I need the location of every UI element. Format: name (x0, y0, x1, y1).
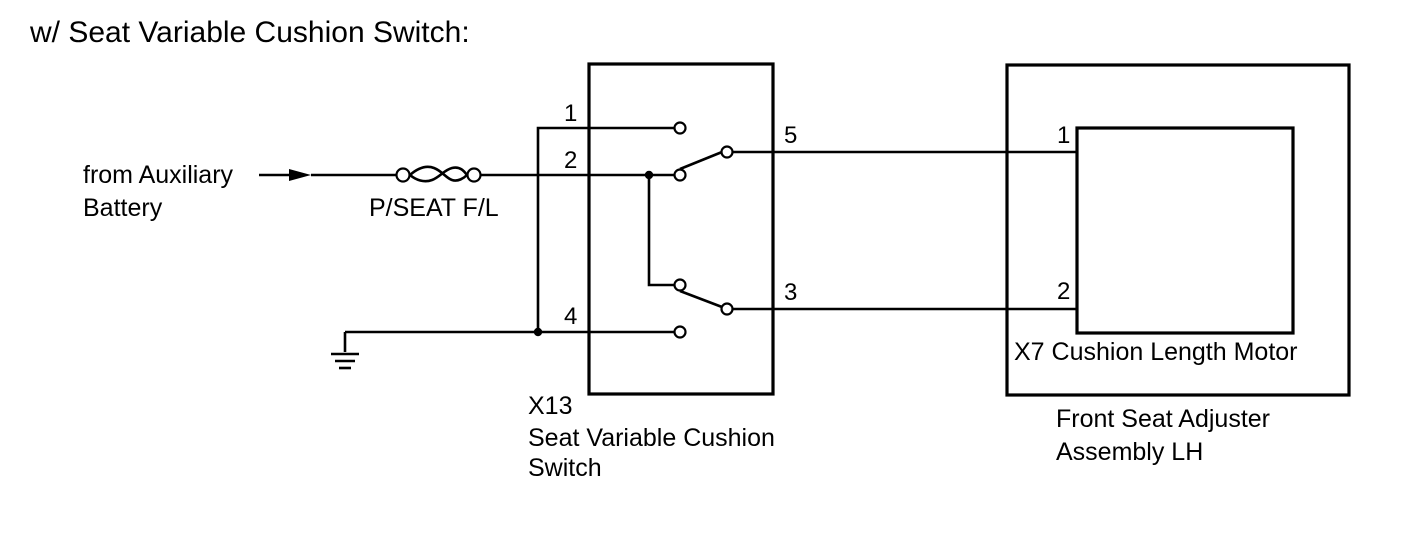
upper-switch-blade (679, 150, 723, 171)
lower-switch-blade (679, 289, 723, 309)
switch-pin-2-label: 2 (564, 147, 577, 174)
junction-ground (533, 327, 543, 337)
switch-terminal-3 (720, 302, 734, 316)
source-label-line1: from Auxiliary (83, 161, 234, 189)
motor-pin-2-label: 2 (1057, 278, 1070, 305)
switch-pin-1-label: 1 (564, 100, 577, 127)
fuse-label: P/SEAT F/L (369, 194, 499, 222)
switch-terminal-lower-pole (673, 278, 687, 292)
switch-pin-4-label: 4 (564, 303, 577, 330)
motor-label: X7 Cushion Length Motor (1014, 338, 1298, 366)
assembly-name-line1: Front Seat Adjuster (1056, 405, 1270, 433)
fuse-symbol (395, 165, 482, 183)
switch-name-line2: Switch (528, 454, 602, 482)
switch-terminal-2 (673, 168, 687, 182)
switch-terminal-1 (673, 121, 687, 135)
source-label-line2: Battery (83, 194, 163, 222)
motor-pin-1-label: 1 (1057, 122, 1070, 149)
switch-name-line1: Seat Variable Cushion (528, 424, 775, 452)
wire-pin1 (536, 126, 674, 332)
ground-icon (331, 332, 359, 370)
switch-pin-3-label: 3 (784, 279, 797, 306)
switch-terminal-4 (673, 325, 687, 339)
diagram-title: w/ Seat Variable Cushion Switch: (29, 16, 470, 49)
motor-box (1075, 126, 1295, 335)
switch-pin-5-label: 5 (784, 122, 797, 149)
source-arrow (259, 169, 311, 181)
assembly-name-line2: Assembly LH (1056, 438, 1203, 466)
assembly-box (1005, 63, 1351, 397)
switch-box (587, 62, 775, 396)
switch-code: X13 (528, 392, 572, 420)
internal-bridge-wire (647, 175, 674, 287)
switch-terminal-5 (720, 145, 734, 159)
